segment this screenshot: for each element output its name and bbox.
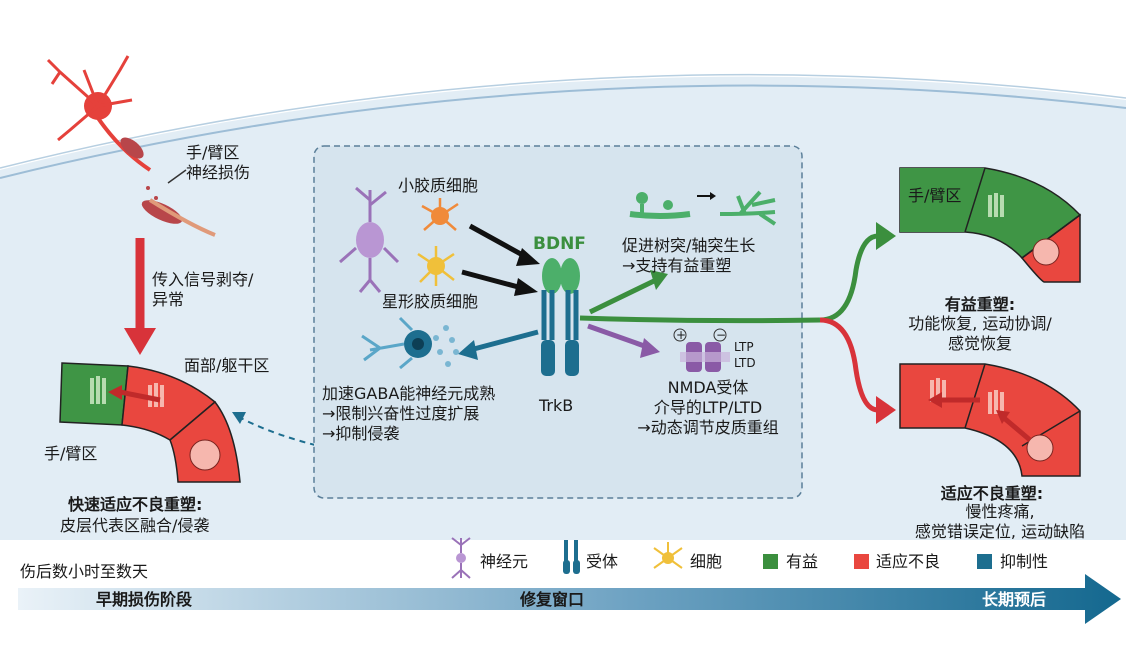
timeline-arrow [18,574,1121,624]
legend-cell-label: 细胞 [690,552,723,571]
beneficial-cortical-map [899,167,1082,283]
dendrite-growth-icon [629,190,777,226]
minus-sign: − [716,328,727,342]
left-cortical-map [59,362,241,483]
legend-cell-icon [653,542,683,569]
right-hand-arm-label: 手/臂区 [908,186,962,205]
mechanism-panel [313,145,803,499]
beneficial-desc: 功能恢复, 运动协调/ 感觉恢复 [908,314,1052,353]
rapid-maladaptive-desc: 皮层代表区融合/侵袭 [60,516,210,535]
microglia-label: 小胶质细胞 [398,176,479,195]
astrocyte-icon [417,246,455,286]
rapid-maladaptive-title: 快速适应不良重塑: [68,495,203,514]
legend-receptor-label: 受体 [586,552,619,571]
face-trunk-label: 面部/躯干区 [184,356,270,375]
afferent-label: 传入信号剥夺/ 异常 [152,270,254,309]
maladaptive-desc: 慢性疼痛, 感觉错误定位, 运动缺陷 [914,502,1086,541]
ltp-label: LTP [734,340,754,354]
bdnf-label: BDNF [533,234,586,254]
nmda-receptor-icon [673,328,730,372]
legend-beneficial-swatch [763,554,778,569]
legend-beneficial-label: 有益 [786,552,819,571]
legend-neuron-label: 神经元 [480,552,529,571]
legend-neuron-icon [451,537,471,579]
legend-receptor-icon [563,540,580,574]
injured-neuron-icon [46,55,216,237]
maladaptive-title: 适应不良重塑: [940,484,1044,503]
microglia-icon [421,198,459,231]
timeline-early: 早期损伤阶段 [96,590,193,609]
left-hand-arm-label: 手/臂区 [44,444,98,463]
bdnf-trkb-receptor [541,258,580,376]
beneficial-title: 有益重塑: [944,295,1016,314]
timeline-late: 长期预后 [982,590,1047,609]
time-note: 伤后数小时至数天 [20,562,149,581]
growth-label: 促进树突/轴突生长 →支持有益重塑 [622,236,756,275]
astrocyte-label: 星形胶质细胞 [382,292,479,311]
gaba-label: 加速GABA能神经元成熟 →限制兴奋性过度扩展 →抑制侵袭 [322,384,496,443]
plus-sign: + [676,328,687,342]
timeline-window: 修复窗口 [520,590,585,609]
gaba-neuron-icon [361,316,459,370]
nmda-label: NMDA受体 介导的LTP/LTD →动态调节皮质重组 [637,378,779,437]
legend-maladaptive-swatch [854,554,869,569]
legend-inhibitory-label: 抑制性 [1000,552,1049,571]
legend-maladaptive-label: 适应不良 [876,552,941,571]
legend-inhibitory-swatch [977,554,992,569]
neuron-icon [339,186,400,293]
ltd-label: LTD [734,356,756,370]
injury-label: 手/臂区 神经损伤 [186,143,251,182]
trkb-label: TrkB [539,396,574,415]
maladaptive-cortical-map [899,363,1081,477]
